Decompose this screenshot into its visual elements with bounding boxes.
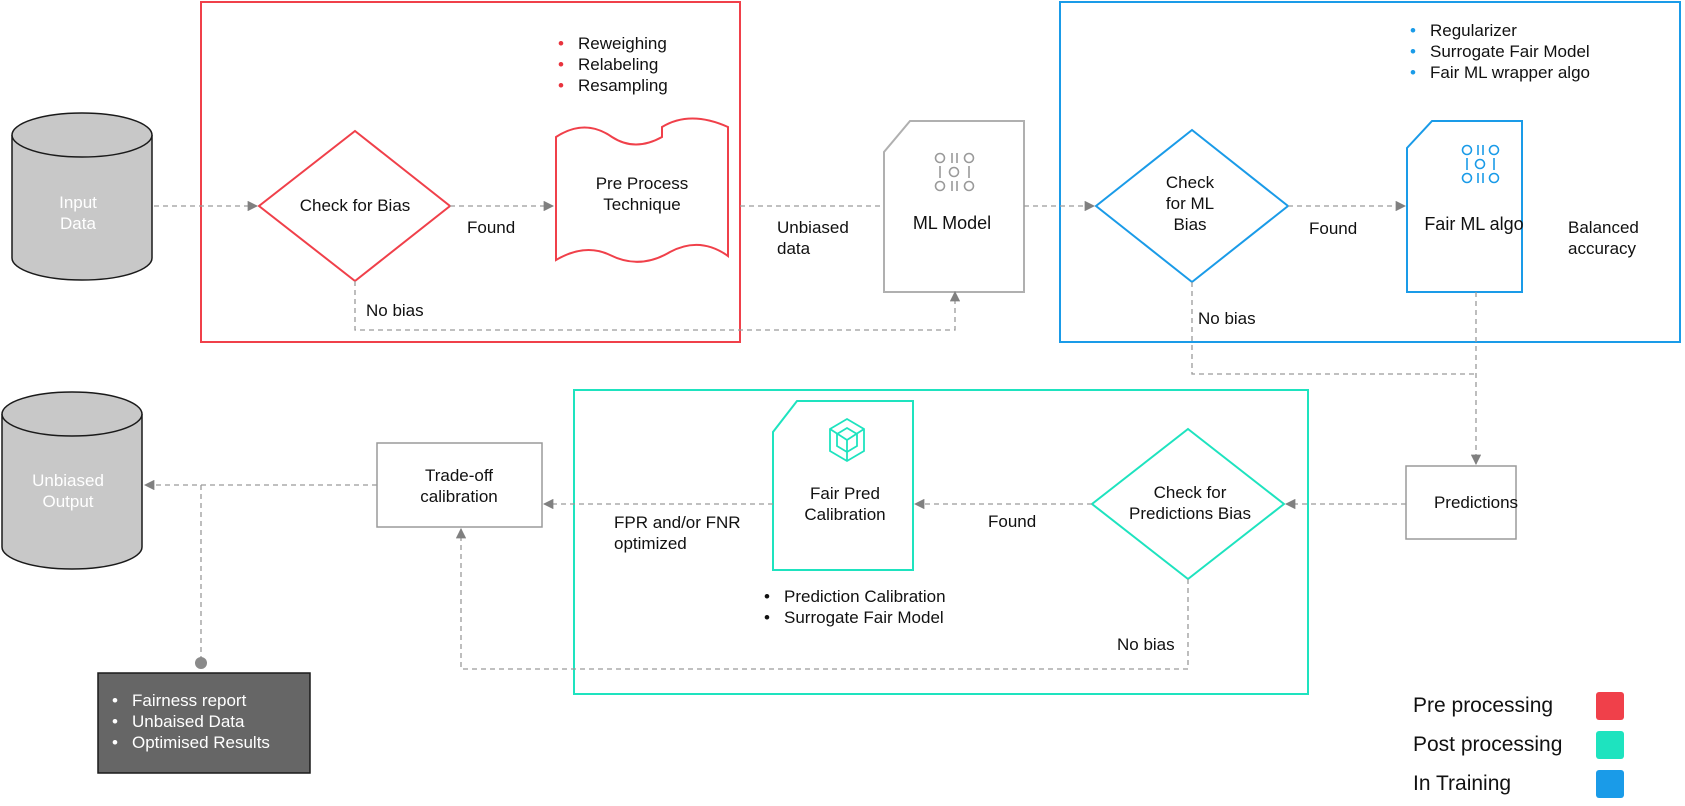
unbiased-output-cylinder (1, 391, 143, 570)
ml-model-binary-icon (934, 152, 975, 192)
report-connector-dot (195, 657, 207, 669)
ml-model-card (883, 120, 1025, 293)
list-item: Unbaised Data (110, 711, 270, 732)
no-bias-label-train: No bias (1198, 309, 1256, 328)
fair-ml-algo-binary-icon (1461, 144, 1500, 184)
list-item: Relabeling (556, 54, 668, 75)
found-label-train: Found (1309, 219, 1358, 238)
training-techniques-list: Regularizer Surrogate Fair Model Fair ML… (1408, 20, 1590, 83)
report-list: Fairness report Unbaised Data Optimised … (110, 690, 270, 753)
list-item: Surrogate Fair Model (1408, 41, 1590, 62)
legend-label-post: Post processing (1413, 733, 1563, 756)
found-label-pre: Found (467, 218, 516, 237)
no-bias-label-post: No bias (1117, 635, 1175, 654)
tradeoff-calibration-box (376, 442, 543, 528)
no-bias-label-pre: No bias (366, 301, 424, 320)
fair-pred-calibration-icon (829, 417, 865, 463)
predictions-box (1405, 465, 1517, 540)
check-for-bias-label: Check for Bias (299, 196, 411, 215)
found-label-post: Found (988, 512, 1037, 531)
post-processing-frame (573, 389, 1309, 695)
connectors (143, 200, 1482, 670)
pre-techniques-list: Reweighing Relabeling Resampling (556, 33, 668, 96)
fair-ml-algo-label: Fair ML algo (1424, 214, 1524, 234)
legend-label-pre: Pre processing (1413, 694, 1554, 717)
list-item: Fair ML wrapper algo (1408, 62, 1590, 83)
pre-processing-frame (200, 1, 741, 343)
list-item: Regularizer (1408, 20, 1590, 41)
list-item: Prediction Calibration (762, 586, 946, 607)
list-item: Surrogate Fair Model (762, 607, 946, 628)
list-item: Resampling (556, 75, 668, 96)
in-training-frame (1059, 1, 1681, 343)
pre-process-technique-shape (555, 117, 729, 263)
legend-label-training: In Training (1413, 772, 1512, 795)
list-item: Reweighing (556, 33, 668, 54)
legend-swatch-post (1596, 731, 1624, 759)
ml-model-label: ML Model (912, 213, 992, 233)
list-item: Fairness report (110, 690, 270, 711)
post-techniques-list: Prediction Calibration Surrogate Fair Mo… (762, 586, 946, 628)
fair-pred-calibration-card (772, 400, 914, 571)
legend-swatch-pre (1596, 692, 1624, 720)
input-data-cylinder (11, 112, 153, 281)
predictions-label: Predictions (1433, 493, 1519, 512)
legend-swatch-training (1596, 770, 1624, 798)
list-item: Optimised Results (110, 732, 270, 753)
